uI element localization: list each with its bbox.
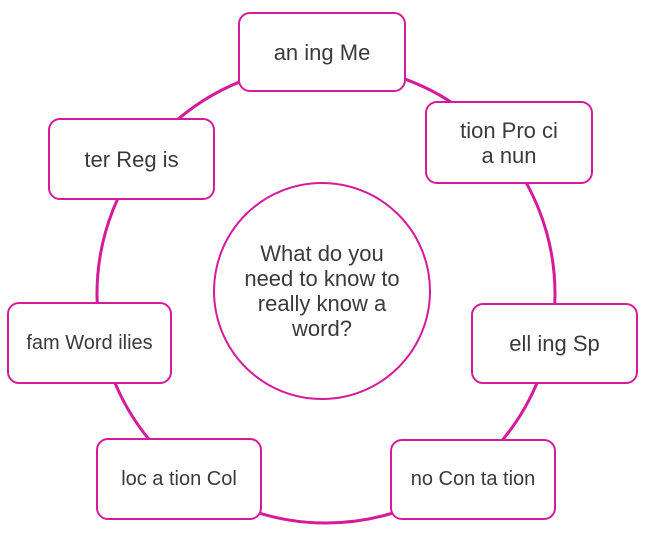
node-connotation: no Con ta tion: [390, 439, 556, 520]
node-pronunciation: tion Pro ci a nun: [425, 101, 593, 184]
node-collocation: loc a tion Col: [96, 438, 262, 520]
center-question: What do you need to know to really know …: [213, 182, 431, 400]
node-word-families: fam Word ilies: [7, 302, 172, 384]
node-register: ter Reg is: [48, 118, 215, 200]
node-spelling: ell ing Sp: [471, 303, 638, 384]
node-meaning: an ing Me: [238, 12, 406, 92]
